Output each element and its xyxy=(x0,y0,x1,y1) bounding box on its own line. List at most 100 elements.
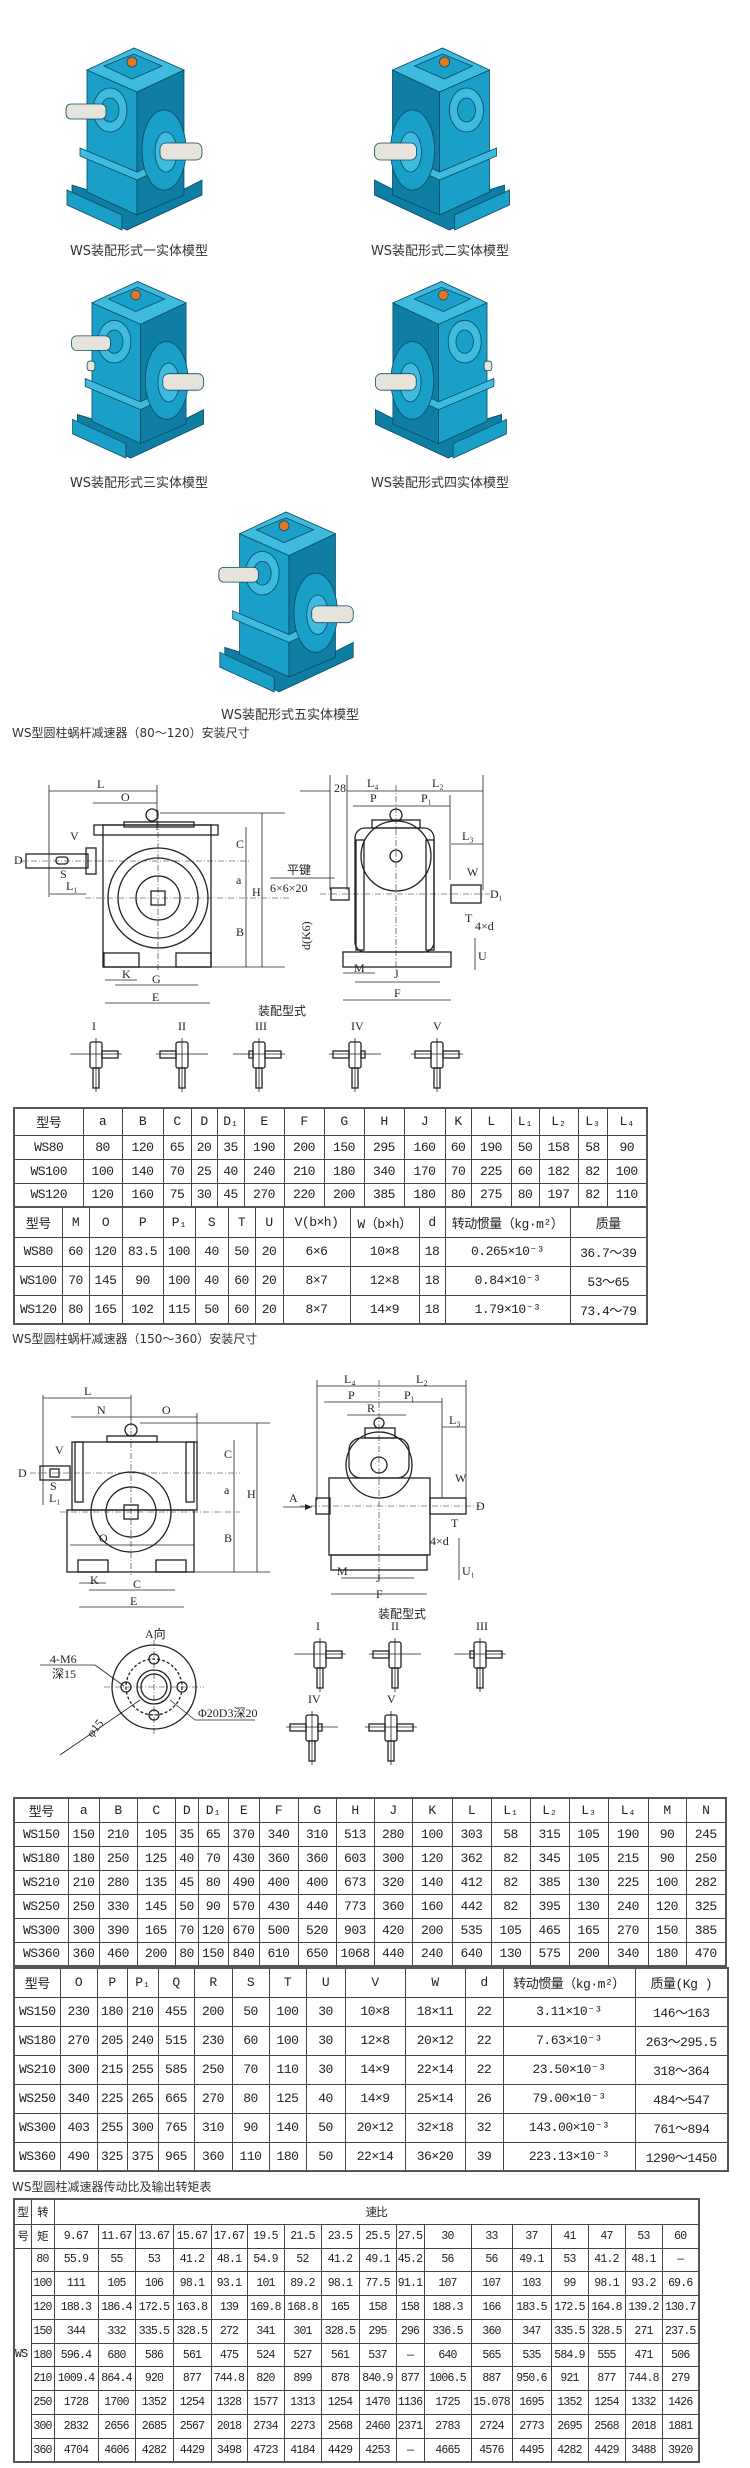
value-cell: 140 xyxy=(411,1869,453,1895)
value-cell: 36×20 xyxy=(404,2141,466,2172)
value-cell: 180 xyxy=(67,1845,100,1871)
dim-label: M xyxy=(337,1564,348,1578)
column-header: 转动惯量（kg·m²） xyxy=(444,1206,571,1238)
torque-value-cell: 45.2 xyxy=(395,2247,425,2273)
torque-value-cell: 584.9 xyxy=(550,2342,589,2368)
torque-value-cell: 93.2 xyxy=(624,2271,663,2297)
form-label: I xyxy=(316,1619,320,1633)
side-view xyxy=(283,1380,480,1595)
model-cell: WS180 xyxy=(13,1845,69,1871)
torque-value-cell: 139 xyxy=(210,2295,248,2320)
column-header: K xyxy=(444,1107,472,1136)
torque-value-cell: 1254 xyxy=(320,2390,360,2416)
gearbox-model-icon xyxy=(218,511,354,693)
value-cell: 303 xyxy=(451,1821,492,1847)
torque-value-cell: 56 xyxy=(423,2247,472,2273)
value-cell: 70 xyxy=(231,2054,270,2085)
value-cell: 200 xyxy=(411,1917,453,1943)
column-header: d xyxy=(418,1206,446,1238)
value-cell: 82 xyxy=(490,1845,531,1871)
torque-value-cell: 272 xyxy=(210,2318,248,2344)
column-header: B xyxy=(121,1107,164,1136)
dim-label: C xyxy=(236,837,244,851)
value-cell: 197 xyxy=(538,1182,579,1208)
column-header: a xyxy=(67,1797,100,1823)
value-cell: 158 xyxy=(538,1134,579,1160)
form-diagram-icon xyxy=(411,1038,463,1092)
dim-label: H xyxy=(252,885,261,899)
dim-label: P xyxy=(370,791,377,805)
torque-value-cell: 328.5 xyxy=(587,2318,626,2344)
value-cell: 30 xyxy=(305,1996,346,2027)
torque-value-cell: 680 xyxy=(97,2342,136,2368)
value-cell: 10×8 xyxy=(349,1236,420,1267)
torque-value-cell: 55 xyxy=(97,2247,136,2273)
dim-label: R xyxy=(367,1401,375,1415)
torque-value-cell: 101 xyxy=(246,2271,285,2297)
value-cell: 23.50×10⁻³ xyxy=(502,2054,636,2085)
form-diagram-icon xyxy=(233,1038,285,1092)
column-header: L₂ xyxy=(538,1107,579,1136)
value-cell: 83.5 xyxy=(121,1236,164,1267)
value-cell: 60 xyxy=(510,1158,540,1184)
column-header: L xyxy=(470,1107,512,1136)
torque-value-cell: 69.6 xyxy=(661,2271,700,2297)
value-cell: 265 xyxy=(126,2083,159,2114)
torque-value-cell: 163.8 xyxy=(172,2295,212,2320)
dim-label: L₃ xyxy=(462,829,474,843)
value-cell: 165 xyxy=(88,1294,123,1325)
ratio-header: 21.5 xyxy=(283,2223,322,2249)
form-label: III xyxy=(476,1619,488,1633)
value-cell: 80 xyxy=(510,1182,540,1208)
torque-value-cell: 2685 xyxy=(134,2414,174,2439)
dim-label: 6×6×20 xyxy=(270,881,308,895)
model-cell: WS360 xyxy=(13,2141,61,2172)
value-cell: 105 xyxy=(136,1821,176,1847)
value-cell: 50 xyxy=(227,1236,256,1267)
ratio-header: 27.5 xyxy=(395,2223,425,2249)
torque-value-cell: 4723 xyxy=(246,2437,285,2463)
torque-value-cell: 1728 xyxy=(53,2390,99,2416)
column-header: D xyxy=(190,1107,218,1136)
value-cell: 120 xyxy=(121,1134,164,1160)
value-cell: 60 xyxy=(444,1134,472,1160)
torque-value-cell: 169.8 xyxy=(246,2295,285,2320)
assembly-form-3: III xyxy=(454,1619,506,1692)
section1-heading: WS型圆柱蜗杆减速器（80～120）安装尺寸 xyxy=(12,726,250,740)
value-cell: 250 xyxy=(193,2054,233,2085)
dim-label: L₄ xyxy=(344,1372,356,1386)
value-cell: 300 xyxy=(59,2054,98,2085)
value-cell: 575 xyxy=(529,1941,570,1967)
value-cell: 105 xyxy=(490,1917,531,1943)
value-cell: 40 xyxy=(194,1236,229,1267)
value-cell: 105 xyxy=(568,1845,609,1871)
value-cell: 0.265×10⁻³ xyxy=(444,1236,571,1267)
value-cell: 470 xyxy=(685,1941,727,1967)
torque-value-cell: 41.2 xyxy=(172,2247,212,2273)
ratio-header: 53 xyxy=(624,2223,663,2249)
torque-value-cell: 158 xyxy=(395,2295,425,2320)
model-cell: WS180 xyxy=(13,2025,61,2056)
dim-label: L xyxy=(97,777,104,791)
value-cell: 82 xyxy=(490,1893,531,1919)
column-header: F xyxy=(283,1107,325,1136)
value-cell: 412 xyxy=(451,1869,492,1895)
torque-value-cell: 296 xyxy=(395,2318,425,2344)
torque-value-cell: 328.5 xyxy=(320,2318,360,2344)
dim-label: 平键 xyxy=(287,863,311,877)
value-cell: 430 xyxy=(258,1893,299,1919)
value-cell: 255 xyxy=(96,2112,128,2143)
dim-label: J xyxy=(376,1571,381,1585)
value-cell: 220 xyxy=(283,1182,325,1208)
form-label: II xyxy=(391,1619,399,1633)
value-cell: 18 xyxy=(418,1236,446,1267)
torque-value-cell: 4253 xyxy=(358,2437,397,2463)
torque-value-cell: 336.5 xyxy=(423,2318,472,2344)
